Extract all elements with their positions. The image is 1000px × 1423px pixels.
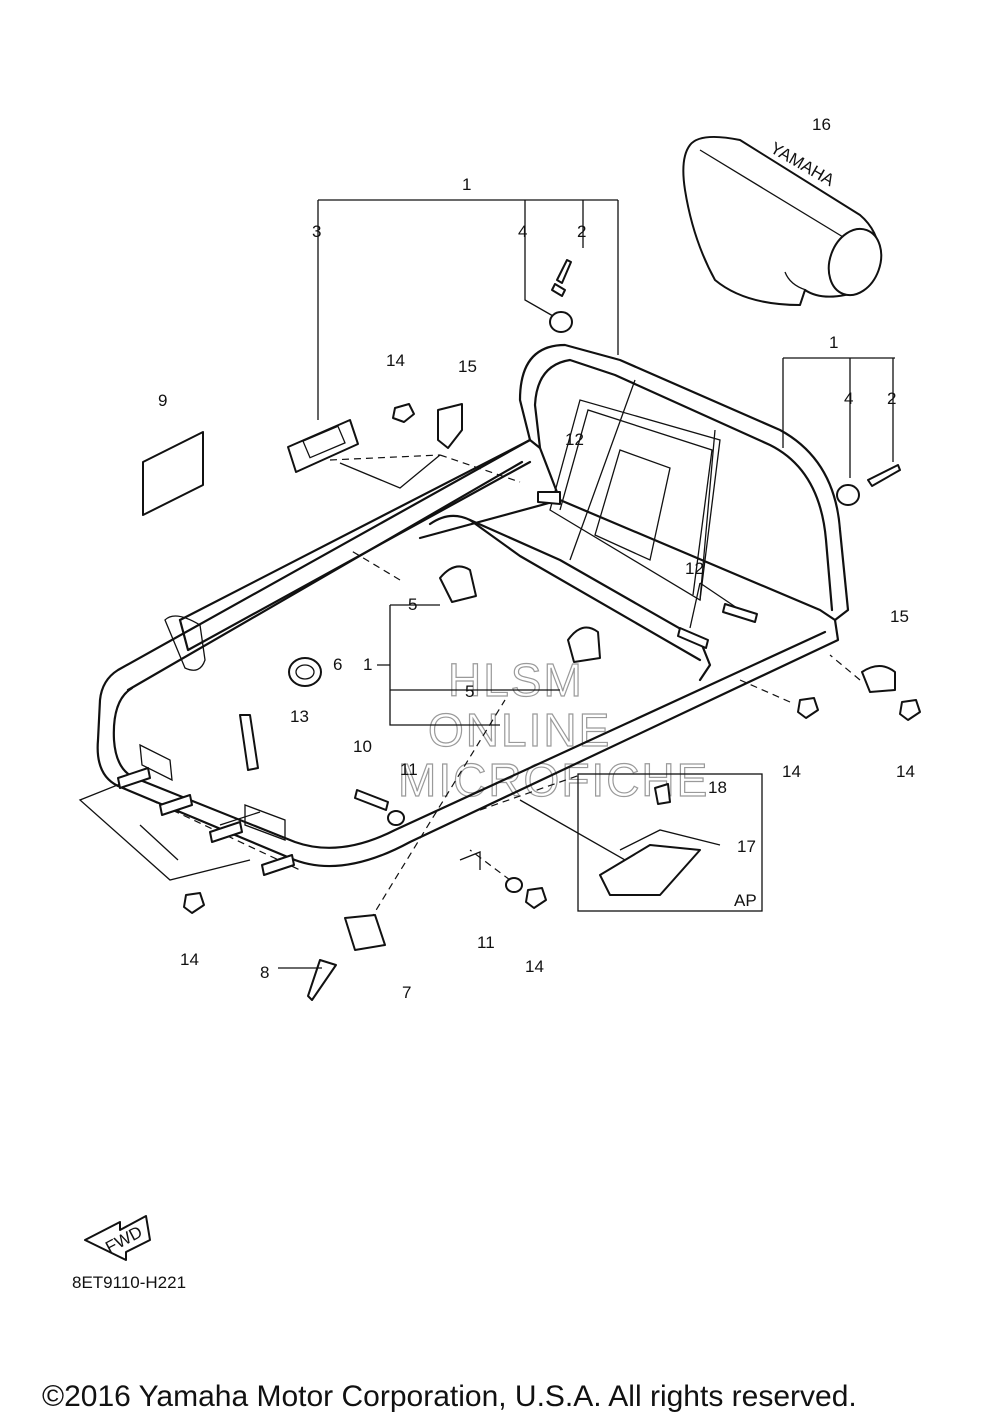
callout-12-mid: 12 (685, 559, 704, 578)
callout-1-right: 1 (829, 333, 838, 352)
watermark-line-2: ONLINE (428, 704, 611, 756)
callout-5-mid: 5 (465, 682, 474, 701)
callout-18: 18 (708, 778, 727, 797)
inset-ap: AP (577, 773, 763, 912)
callout-14-left: 14 (180, 950, 199, 969)
callout-6: 6 (333, 655, 342, 674)
watermark: HLSM ONLINE MICROFICHE (397, 653, 708, 806)
callout-2-right: 2 (887, 389, 896, 408)
callout-8: 8 (260, 963, 269, 982)
callout-17: 17 (737, 837, 756, 856)
callout-brackets (317, 199, 895, 726)
callout-15-top: 15 (458, 357, 477, 376)
callout-14-right: 14 (896, 762, 915, 781)
callout-1: 1 (462, 175, 471, 194)
callout-5-top: 5 (408, 595, 417, 614)
callout-13: 13 (290, 707, 309, 726)
callout-4: 4 (518, 222, 527, 241)
callout-2: 2 (577, 222, 586, 241)
callout-10: 10 (353, 737, 372, 756)
callout-12-top: 12 (565, 430, 584, 449)
callout-14-top: 14 (386, 351, 405, 370)
inset-label: AP (734, 891, 757, 910)
small-parts (117, 259, 921, 1001)
watermark-line-1: HLSM (448, 654, 584, 706)
callout-11-top: 11 (400, 760, 418, 779)
callout-15-right: 15 (890, 607, 909, 626)
copyright-notice: ©2016 Yamaha Motor Corporation, U.S.A. A… (42, 1380, 857, 1413)
callout-3: 3 (312, 222, 321, 241)
callout-4-right: 4 (844, 389, 853, 408)
seat-cushion: YAMAHA (682, 135, 883, 306)
callout-16: 16 (812, 115, 831, 134)
fwd-arrow-icon: FWD (84, 1215, 151, 1261)
callout-7: 7 (402, 983, 411, 1002)
main-frame (96, 343, 850, 870)
callout-11-bottom: 11 (477, 933, 495, 952)
callout-1-mid: 1 (363, 655, 372, 674)
callout-14-bottom: 14 (525, 957, 544, 976)
callout-14-mid: 14 (782, 762, 801, 781)
callout-labels: 1 3 4 2 16 1 4 2 14 15 9 12 12 5 6 1 5 1… (158, 115, 915, 1002)
diagram-code: 8ET9110-H221 (72, 1273, 187, 1292)
callout-9: 9 (158, 391, 167, 410)
